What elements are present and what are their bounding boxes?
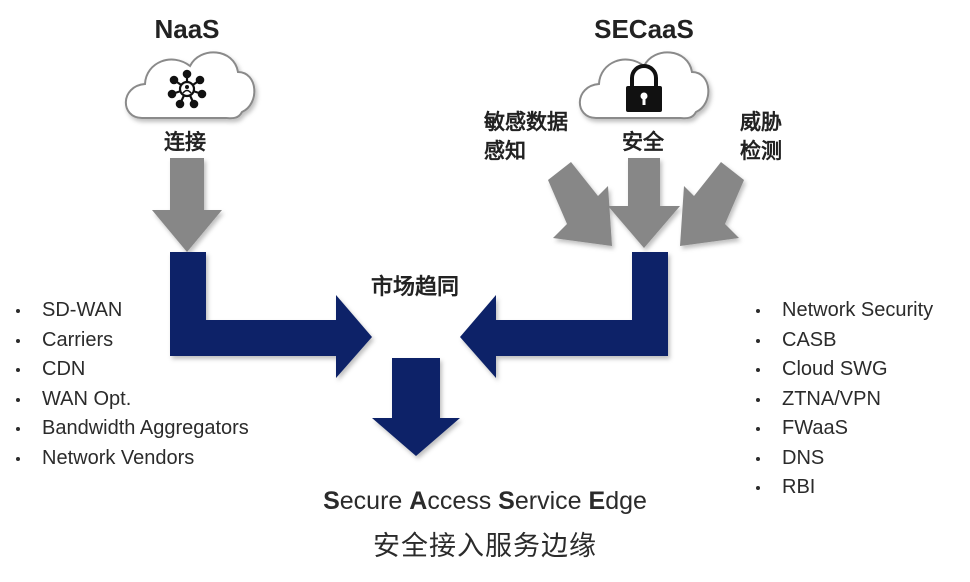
secaas-title: SECaaS	[594, 14, 694, 44]
naas-title: NaaS	[154, 14, 220, 44]
security-gray-arrow	[608, 158, 680, 248]
caption-word-rest: ccess	[427, 487, 499, 515]
secaas-vendor-item: DNS	[752, 444, 933, 474]
secaas-data-label: 敏感数据 感知	[484, 111, 568, 163]
secaas-vendor-item: CASB	[752, 326, 933, 356]
secaas-threat-label: 威胁 检测	[740, 111, 782, 163]
secaas-security-label: 安全	[622, 131, 664, 154]
naas-connect-label: 连接	[164, 131, 206, 154]
naas-vendor-item: Carriers	[12, 326, 249, 356]
secaas-vendor-item: RBI	[752, 473, 933, 503]
caption-initial: A	[409, 487, 428, 515]
caption-word-rest: ervice	[514, 487, 589, 515]
lock-icon	[626, 64, 662, 112]
naas-gray-arrow	[152, 158, 222, 252]
secaas-navy-arrow	[460, 252, 668, 378]
caption-word-rest: ecure	[339, 487, 410, 515]
sase-down-arrow	[372, 358, 460, 456]
sase-caption-english: Secure Access Service Edge	[0, 487, 970, 516]
secaas-cloud	[578, 51, 710, 120]
naas-vendor-item: Bandwidth Aggregators	[12, 414, 249, 444]
naas-vendor-item: SD-WAN	[12, 296, 249, 326]
convergence-label: 市场趋同	[371, 274, 460, 299]
caption-word-rest: dge	[605, 487, 647, 515]
caption-initial: S	[323, 487, 340, 515]
network-hub-icon	[167, 69, 207, 109]
data-sense-gray-arrow	[548, 162, 612, 246]
caption-initial: S	[498, 487, 515, 515]
secaas-vendor-item: Network Security	[752, 296, 933, 326]
threat-gray-arrow	[680, 162, 744, 246]
sase-caption: Secure Access Service Edge 安全接入服务边缘	[0, 487, 970, 563]
sase-caption-chinese: 安全接入服务边缘	[373, 531, 597, 561]
naas-vendor-item: CDN	[12, 355, 249, 385]
naas-navy-arrow	[170, 252, 372, 378]
secaas-vendor-item: FWaaS	[752, 414, 933, 444]
naas-vendor-item: WAN Opt.	[12, 385, 249, 415]
secaas-vendor-item: ZTNA/VPN	[752, 385, 933, 415]
secaas-vendor-item: Cloud SWG	[752, 355, 933, 385]
naas-vendor-item: Network Vendors	[12, 444, 249, 474]
caption-initial: E	[588, 487, 606, 515]
